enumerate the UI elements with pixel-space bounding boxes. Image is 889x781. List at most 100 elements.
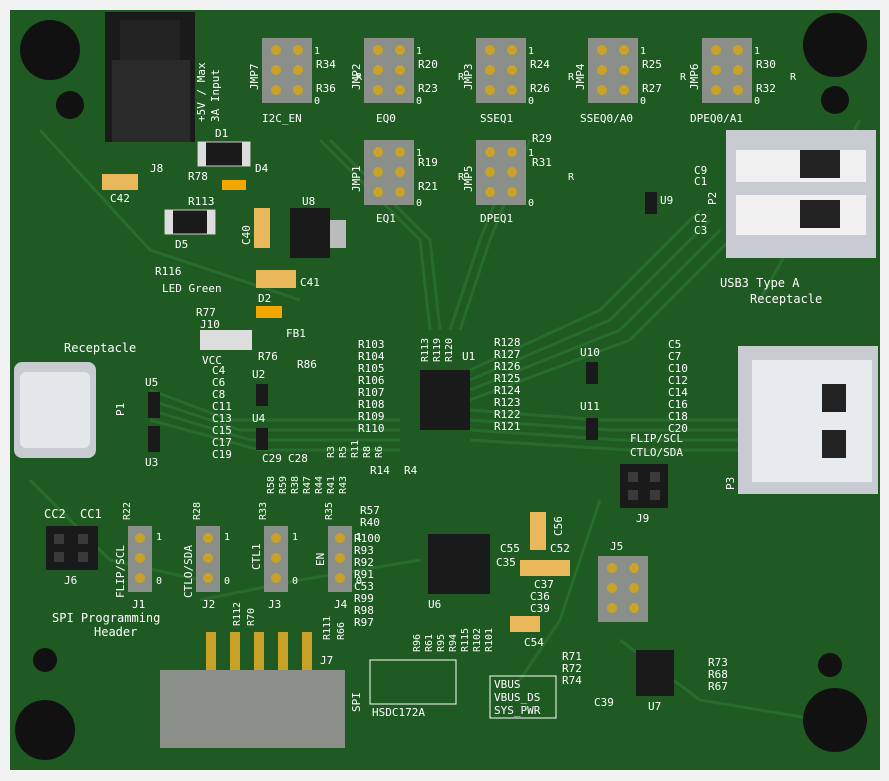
chip-u11 [586, 418, 598, 440]
j6-label: J6 [64, 574, 77, 587]
j10-label: J10 [200, 318, 220, 331]
svg-text:R124: R124 [494, 384, 521, 397]
svg-text:C15: C15 [212, 424, 232, 437]
hsdc-silk-box [369, 659, 457, 705]
p1-label: P1 [114, 403, 127, 416]
svg-text:R47: R47 [302, 476, 313, 494]
spi-header-label-2: Header [94, 625, 137, 639]
usb3-label-1: USB3 Type A [720, 276, 800, 290]
header-j9[interactable] [620, 464, 668, 508]
dpeq1-label: DPEQ1 [480, 212, 513, 225]
u1-label: U1 [462, 350, 475, 363]
resistor-list-u1-right: R128 R127 R126 R125 R124 R123 R122 R121 [494, 336, 521, 433]
jumper-header-jmp2[interactable] [364, 38, 414, 103]
svg-text:R122: R122 [494, 408, 521, 421]
svg-text:R94: R94 [448, 634, 459, 652]
dpeq0-a1-label: DPEQ0/A1 [690, 112, 743, 125]
svg-text:R93: R93 [354, 544, 374, 557]
r33-label: R33 [258, 502, 269, 520]
svg-text:C18: C18 [668, 410, 688, 423]
u8-label: U8 [302, 195, 315, 208]
svg-text:R115: R115 [460, 628, 471, 652]
power-input-label: +5V / Max [195, 62, 208, 122]
svg-text:C53: C53 [354, 580, 374, 593]
svg-text:R8: R8 [362, 446, 373, 458]
svg-text:C6: C6 [212, 376, 225, 389]
cap-list-right: C5 C7 C10 C12 C14 C16 C18 C20 [668, 338, 688, 435]
u4-label: U4 [252, 412, 266, 425]
svg-text:0: 0 [528, 96, 534, 107]
jumper-header-jmp7[interactable] [262, 38, 312, 103]
jumper-header-j5[interactable] [598, 556, 648, 622]
jumper-j10[interactable] [200, 330, 252, 350]
r30-label: R30 [756, 58, 776, 71]
resistor-list-mid-2: R3 R5 R11 R8 R6 [326, 440, 385, 458]
jumper-header-jmp5[interactable] [476, 140, 526, 205]
jumper-header-jmp1[interactable] [364, 140, 414, 205]
pin-markers: 1 0 R 1 0 R 1 0 R 1 0 R 1 0 R 1 0 R 1 0 … [156, 46, 797, 587]
c28-label: C28 [288, 452, 308, 465]
chip-u10 [586, 362, 598, 384]
svg-text:R106: R106 [358, 374, 385, 387]
mounting-hole-top-right [803, 13, 867, 77]
led-green-label: LED Green [162, 282, 222, 295]
svg-text:R6: R6 [374, 446, 385, 458]
svg-text:R: R [458, 172, 465, 183]
header-j6[interactable] [46, 526, 98, 570]
r27-label: R27 [642, 82, 662, 95]
vbus-label: VBUS [494, 678, 521, 691]
header-j1[interactable] [128, 526, 152, 592]
d5-label: D5 [175, 238, 188, 251]
fb1-label: FB1 [286, 327, 306, 340]
u7-label: U7 [648, 700, 661, 713]
header-j4[interactable] [328, 526, 352, 592]
jmp3-label: JMP3 [462, 64, 475, 91]
vcc-label: VCC [202, 354, 222, 367]
p3-label: P3 [724, 477, 737, 490]
usb-c-receptacle-p1[interactable] [14, 362, 96, 458]
r21-label: R21 [418, 180, 438, 193]
svg-text:R108: R108 [358, 398, 385, 411]
led-d4 [222, 180, 246, 190]
usb-c-receptacle-p3[interactable] [738, 346, 878, 494]
i2c-en-label: I2C_EN [262, 112, 302, 125]
header-j2[interactable] [196, 526, 220, 592]
r73-label: R73 [708, 656, 728, 669]
mounting-hole-bottom-left [15, 700, 75, 760]
jmp1-label: JMP1 [350, 166, 363, 193]
sseq0-a0-label: SSEQ0/A0 [580, 112, 633, 125]
spi-header-j7[interactable] [160, 632, 345, 748]
c37-label: C37 [534, 578, 554, 591]
j7-label: J7 [320, 654, 333, 667]
u3-label: U3 [145, 456, 158, 469]
svg-text:C20: C20 [668, 422, 688, 435]
svg-text:R44: R44 [314, 476, 325, 494]
jumper-header-jmp4[interactable] [588, 38, 638, 103]
svg-text:R125: R125 [494, 372, 521, 385]
svg-text:C5: C5 [668, 338, 681, 351]
resistor-list-u1-top: R113 R119 R120 [420, 338, 455, 362]
jumper-header-jmp6[interactable] [702, 38, 752, 103]
jumper-header-jmp3[interactable] [476, 38, 526, 103]
usb3-type-a-receptacle-p2[interactable] [726, 130, 876, 258]
resistor-list-mid: R58 R59 R38 R47 R44 R41 R43 [266, 476, 349, 494]
r34-label: R34 [316, 58, 336, 71]
r14-label: R14 [370, 464, 390, 477]
c56-label: C56 [552, 516, 565, 536]
via-hole [818, 653, 842, 677]
u10-label: U10 [580, 346, 600, 359]
header-j3[interactable] [264, 526, 288, 592]
chip-u1 [420, 370, 470, 430]
jmp5-label: JMP5 [462, 166, 475, 193]
r35-label: R35 [324, 502, 335, 520]
svg-text:R119: R119 [432, 338, 443, 362]
barrel-jack-j8 [105, 12, 195, 142]
jmp2-label: JMP2 [350, 64, 363, 91]
svg-text:R107: R107 [358, 386, 385, 399]
svg-text:R58: R58 [266, 476, 277, 494]
u11-label: U11 [580, 400, 600, 413]
resistor-list-u6-bottom: R96 R61 R95 R94 R115 R102 R101 [412, 628, 495, 652]
resistor-list-u1-left: R103 R104 R105 R106 R107 R108 R109 R110 [358, 338, 385, 435]
diode-d5 [164, 209, 216, 235]
